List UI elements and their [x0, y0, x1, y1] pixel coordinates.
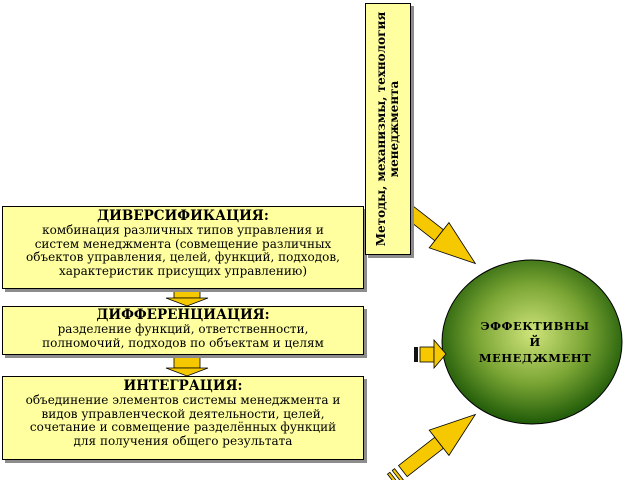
effective-line: ЭФФЕКТИВНЫ: [480, 319, 590, 333]
diversification-line: комбинация различных типов управления и: [42, 223, 324, 237]
methods-text: Методы, механизмы, технология менеджмент…: [374, 9, 401, 249]
effective-management-label: ЭФФЕКТИВНЫ Й МЕНЕДЖМЕНТ: [462, 318, 608, 366]
differentiation-line: разделение функций, ответственности,: [57, 322, 309, 336]
diversification-title: ДИВЕРСИФИКАЦИЯ:: [97, 208, 269, 224]
integration-line: для получения общего результата: [73, 433, 293, 448]
differentiation-line: полномочий, подходов по объектам и целям: [42, 335, 324, 350]
integration-title: ИНТЕГРАЦИЯ:: [123, 378, 243, 394]
differentiation-box: ДИФФЕРЕНЦИАЦИЯ: разделение функций, отве…: [2, 306, 364, 355]
diversification-line: объектов управления, целей, функций, под…: [26, 250, 340, 264]
connector-arrow-2: [165, 356, 209, 377]
methods-line: менеджмента: [387, 80, 401, 178]
integration-line: видов управленческой деятельности, целей…: [41, 406, 325, 421]
effective-management-circle: [441, 259, 623, 425]
integration-line: сочетание и совмещение разделённых функц…: [29, 420, 337, 434]
integration-line: объединение элементов системы менеджмент…: [25, 393, 341, 407]
effective-line: МЕНЕДЖМЕНТ: [478, 351, 592, 365]
effective-line: Й: [529, 335, 541, 349]
diversification-box: ДИВЕРСИФИКАЦИЯ: комбинация различных тип…: [2, 206, 364, 289]
integration-box: ИНТЕГРАЦИЯ: объединение элементов систем…: [2, 376, 364, 460]
methods-box: Методы, механизмы, технология менеджмент…: [365, 3, 411, 255]
diversification-line: систем менеджмента (совмещение различных: [34, 236, 332, 251]
differentiation-title: ДИФФЕРЕНЦИАЦИЯ:: [96, 307, 270, 323]
diversification-line: характеристик присущих управлению): [58, 263, 308, 278]
arrow-horizontal: [414, 338, 447, 370]
arrow-from-bottom: [386, 413, 477, 480]
connector-arrow-1: [165, 290, 209, 307]
